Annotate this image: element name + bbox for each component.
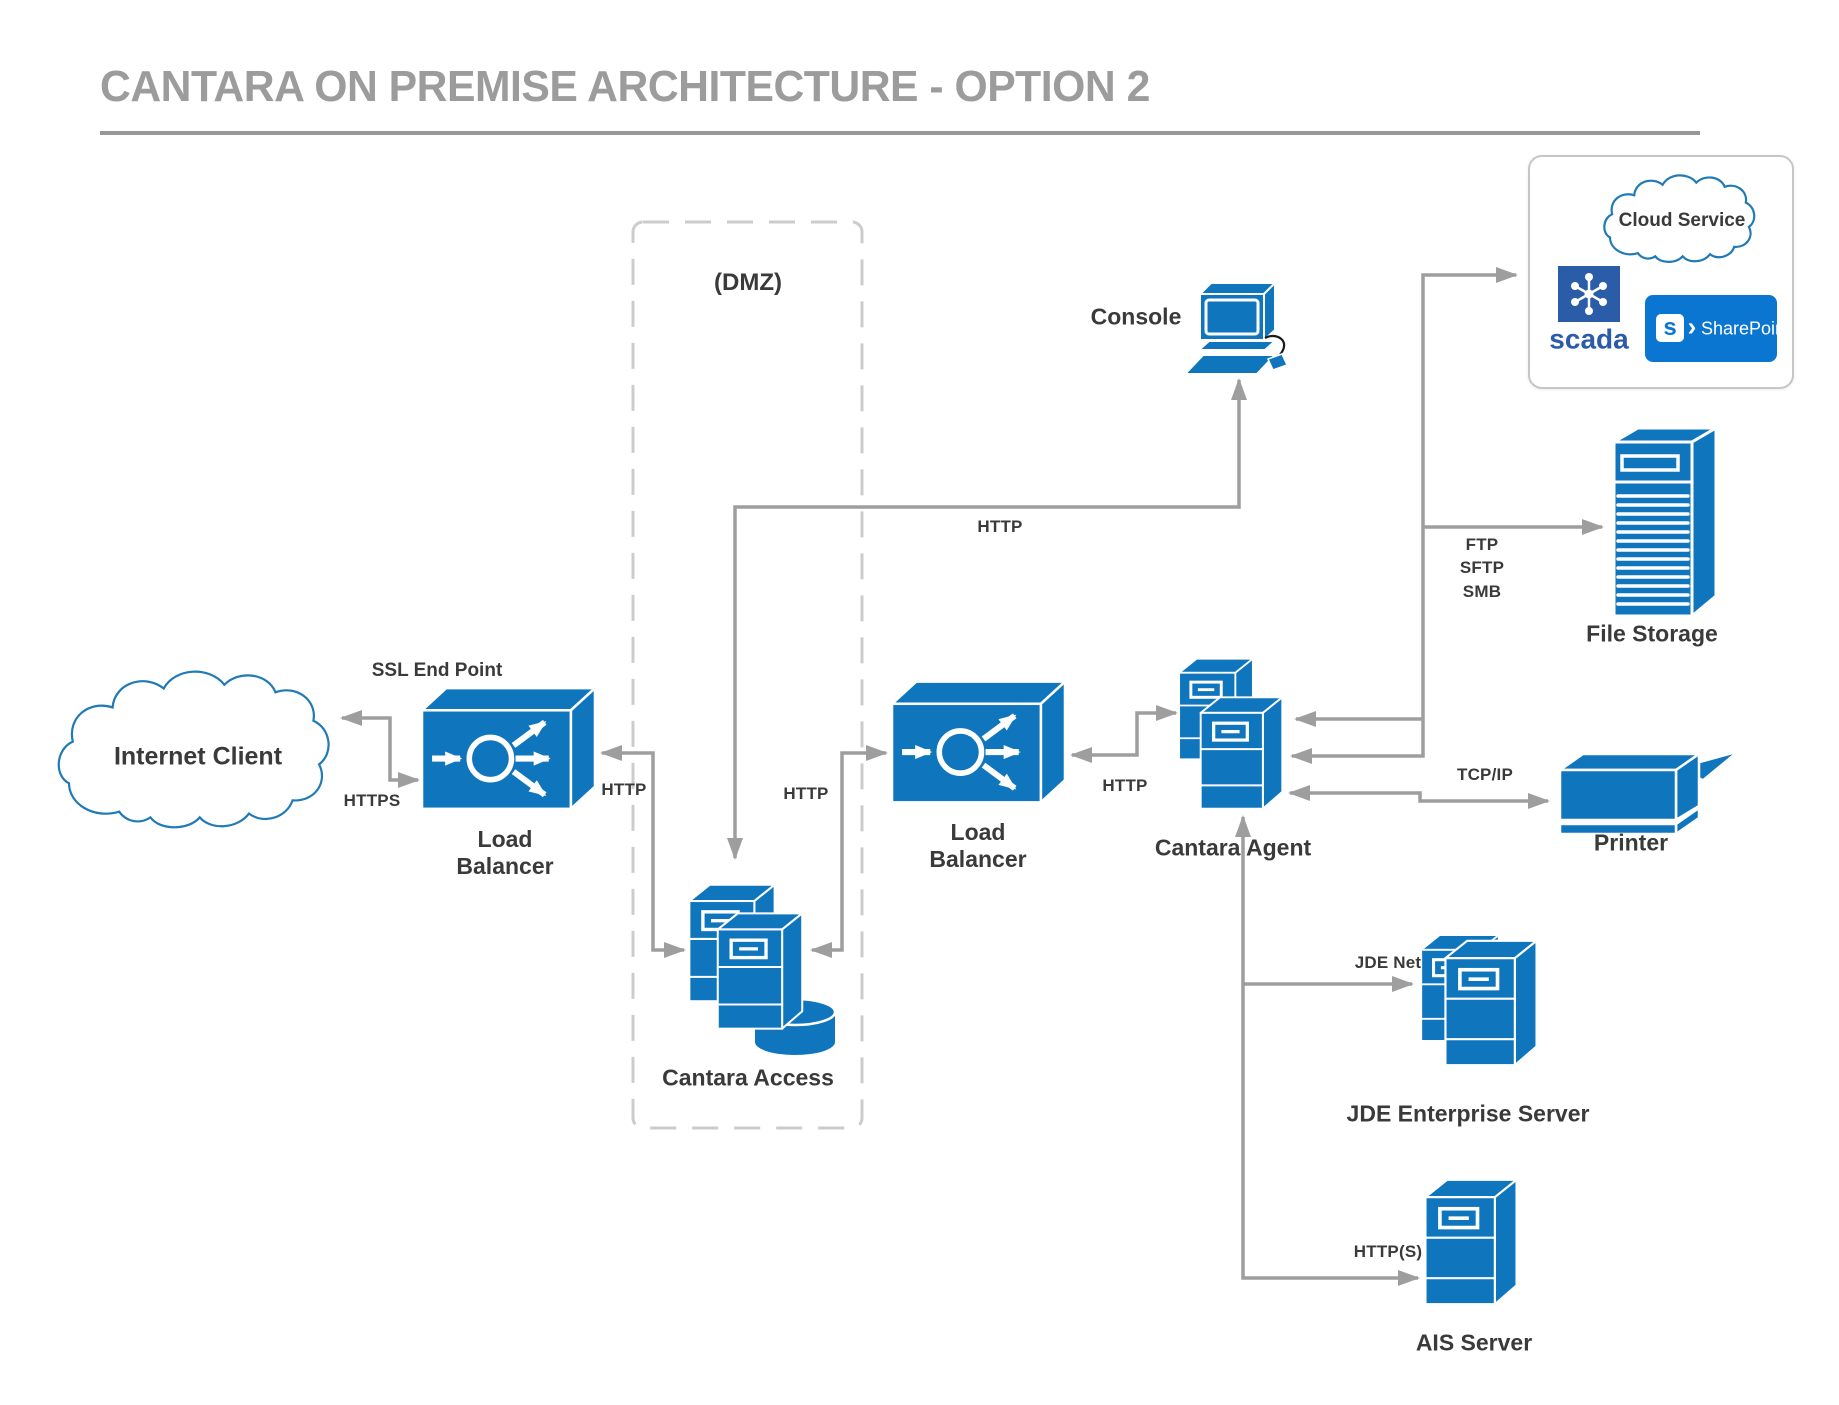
- mouse-icon: [1266, 353, 1289, 371]
- http-access-lb2-edge-label: HTTP: [783, 783, 829, 803]
- http-lb1-access-edge-label: HTTP: [601, 779, 647, 799]
- file-storage-icon: [1612, 426, 1718, 618]
- sharepoint-s-glyph: s: [1663, 313, 1677, 341]
- load-balancer-1-label: Load Balancer: [456, 825, 554, 879]
- jde-enterprise-server-label: JDE Enterprise Server: [1346, 1100, 1590, 1127]
- dmz-label: (DMZ): [714, 268, 782, 296]
- cantara-access-label: Cantara Access: [662, 1064, 834, 1091]
- scada-logo-icon: [1558, 266, 1620, 322]
- connectors: [340, 267, 1604, 1286]
- sftp-edge-label: SFTP: [1459, 557, 1505, 577]
- file-storage-label: File Storage: [1586, 620, 1718, 647]
- edge-agent-ais: [1235, 815, 1420, 1286]
- dmz-boundary: [631, 220, 864, 1130]
- load-balancer-1-icon: [422, 688, 595, 809]
- console-label: Console: [1090, 303, 1182, 330]
- edge-access-lb2: [810, 745, 888, 958]
- cantara-agent-icon: [1178, 657, 1284, 810]
- edge-tcpip-printer: [1288, 785, 1550, 809]
- sharepoint-logo-icon: [1645, 295, 1777, 362]
- printer-icon: [1558, 751, 1738, 836]
- cantara-agent-label: Cantara Agent: [1154, 834, 1312, 861]
- https-ais-edge-label: HTTP(S): [1353, 1241, 1423, 1261]
- edge-lb2-agent: [1070, 705, 1178, 763]
- http-console-edge-label: HTTP: [977, 516, 1023, 536]
- title-underline: [100, 131, 1700, 135]
- sharepoint-chevron-glyph: ›: [1687, 311, 1697, 342]
- ftp-edge-label: FTP: [1465, 534, 1499, 554]
- cloud-service-label: Cloud Service: [1618, 209, 1746, 231]
- scada-label: scada: [1549, 323, 1629, 355]
- load-balancer-2-label: Load Balancer: [929, 818, 1027, 872]
- printer-label: Printer: [1593, 829, 1669, 856]
- console-icon: [1184, 282, 1289, 375]
- sharepoint-label: SharePoint: [1701, 318, 1791, 339]
- load-balancer-2-icon: [892, 682, 1065, 803]
- edge-https: [340, 710, 420, 788]
- ais-server-icon: [1425, 1180, 1516, 1304]
- page-title: CANTARA ON PREMISE ARCHITECTURE - OPTION…: [100, 62, 1150, 111]
- tcpip-edge-label: TCP/IP: [1457, 764, 1513, 784]
- https-edge-label: HTTPS: [343, 790, 401, 810]
- mouse-cable-icon: [1264, 334, 1286, 357]
- edge-lb1-access: [600, 745, 686, 958]
- internet-client-label: Internet Client: [113, 742, 283, 771]
- ais-server-label: AIS Server: [1415, 1329, 1533, 1356]
- http-lb2-agent-edge-label: HTTP: [1102, 775, 1148, 795]
- jde-enterprise-server-icon: [1421, 935, 1536, 1065]
- jde-net-edge-label: JDE Net: [1354, 952, 1422, 972]
- ssl-end-point-label: SSL End Point: [371, 659, 503, 681]
- edge-agent-cloudservice: [1290, 267, 1518, 764]
- cantara-access-icon: [689, 885, 837, 1055]
- smb-edge-label: SMB: [1462, 581, 1502, 601]
- edge-console-access: [727, 378, 1247, 860]
